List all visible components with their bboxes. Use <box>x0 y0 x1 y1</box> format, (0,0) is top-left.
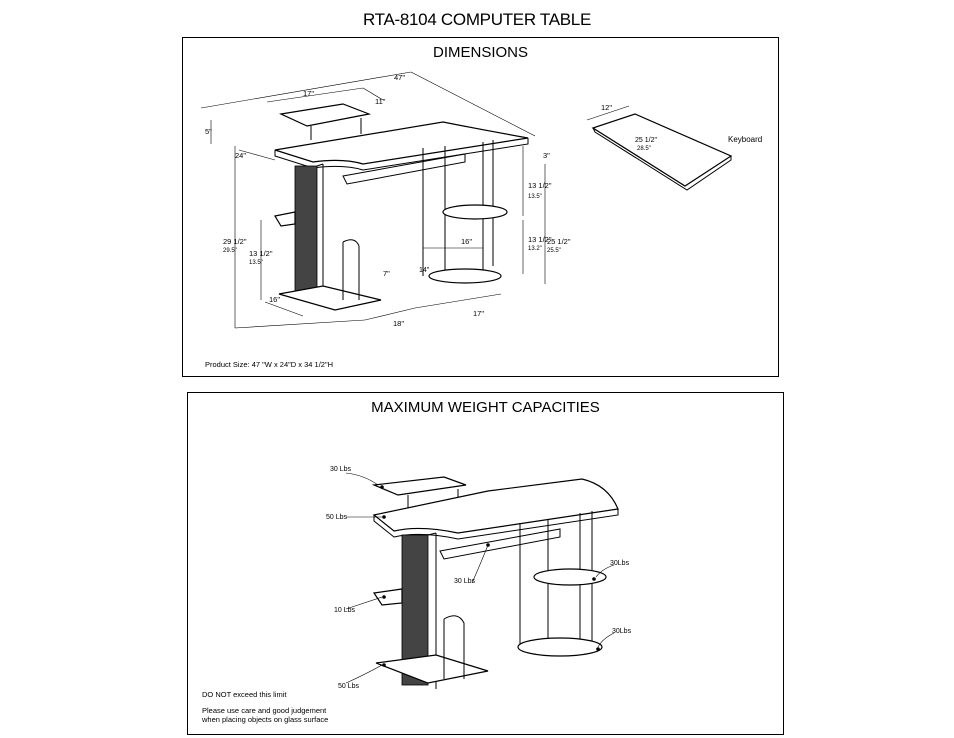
dim-height-13-5-upper-alt: 13.5" <box>528 194 542 200</box>
dim-height-25-5: 25 1/2" <box>547 237 571 246</box>
dim-depth-24: 24" <box>235 151 246 160</box>
care-note-line-2: when placing objects on glass surface <box>202 715 329 724</box>
weight-desktop: 50 Lbs <box>326 514 348 521</box>
keyboard-label: Keyboard <box>728 135 762 144</box>
dim-top-shelf-17: 17" <box>303 89 314 98</box>
dimensions-title: DIMENSIONS <box>432 44 528 61</box>
weight-right-lower-shelf: 30Lbs <box>612 628 632 635</box>
dim-height-13-5-left-alt: 13.5" <box>249 260 263 266</box>
dim-height-13-5-upper: 13 1/2" <box>528 181 552 190</box>
dim-height-3: 3" <box>543 151 550 160</box>
warning-note: DO NOT exceed this limit <box>202 690 287 699</box>
dim-height-13-5-lower-alt: 13.2" <box>528 246 542 252</box>
weight-capacities-panel: MAXIMUM WEIGHT CAPACITIES <box>187 392 784 735</box>
weight-drawing: 30 Lbs 50 Lbs 30 Lbs 10 Lbs 50 Lbs 30Lbs… <box>326 466 632 690</box>
weight-side-shelf: 10 Lbs <box>334 607 356 614</box>
dim-width-47: 47" <box>394 73 405 82</box>
dim-keyboard-width: 25 1/2" <box>635 137 657 144</box>
dim-height-25-5-alt: 25.5" <box>547 248 561 254</box>
weight-right-upper-shelf: 30Lbs <box>610 560 630 567</box>
dimensions-panel: DIMENSIONS <box>182 37 779 377</box>
dim-depth-11: 11" <box>375 97 386 106</box>
dim-width-18: 18" <box>393 319 404 328</box>
dim-width-16: 16" <box>461 237 472 246</box>
dim-height-29-5-alt: 29.5" <box>223 248 237 254</box>
document-title: RTA-8104 COMPUTER TABLE <box>362 10 592 29</box>
dim-depth-14: 14" <box>419 267 430 274</box>
dim-height-13-5-left: 13 1/2" <box>249 249 273 258</box>
product-size-note: Product Size: 47 "W x 24"D x 34 1/2"H <box>205 360 334 369</box>
dimensions-drawing: 47" 17" 11" 5" 24" 3" 13 1/2" 13.5" 29 1… <box>200 71 762 329</box>
weight-capacities-title: MAXIMUM WEIGHT CAPACITIES <box>371 399 600 416</box>
dim-height-5: 5" <box>205 127 212 136</box>
weight-keyboard-tray: 30 Lbs <box>454 578 476 585</box>
dim-width-17-bottom: 17" <box>473 309 484 318</box>
weight-base: 50 Lbs <box>338 683 360 690</box>
dim-depth-16: 16" <box>269 295 280 304</box>
care-note-line-1: Please use care and good judgement <box>202 706 327 715</box>
dim-height-13-5-lower: 13 1/2" <box>528 235 552 244</box>
dim-height-7: 7" <box>383 269 390 278</box>
dim-height-29-5: 29 1/2" <box>223 237 247 246</box>
weight-top-shelf: 30 Lbs <box>330 466 352 473</box>
dim-keyboard-depth: 12" <box>601 103 612 112</box>
dim-keyboard-width-alt: 28.5" <box>637 146 651 152</box>
